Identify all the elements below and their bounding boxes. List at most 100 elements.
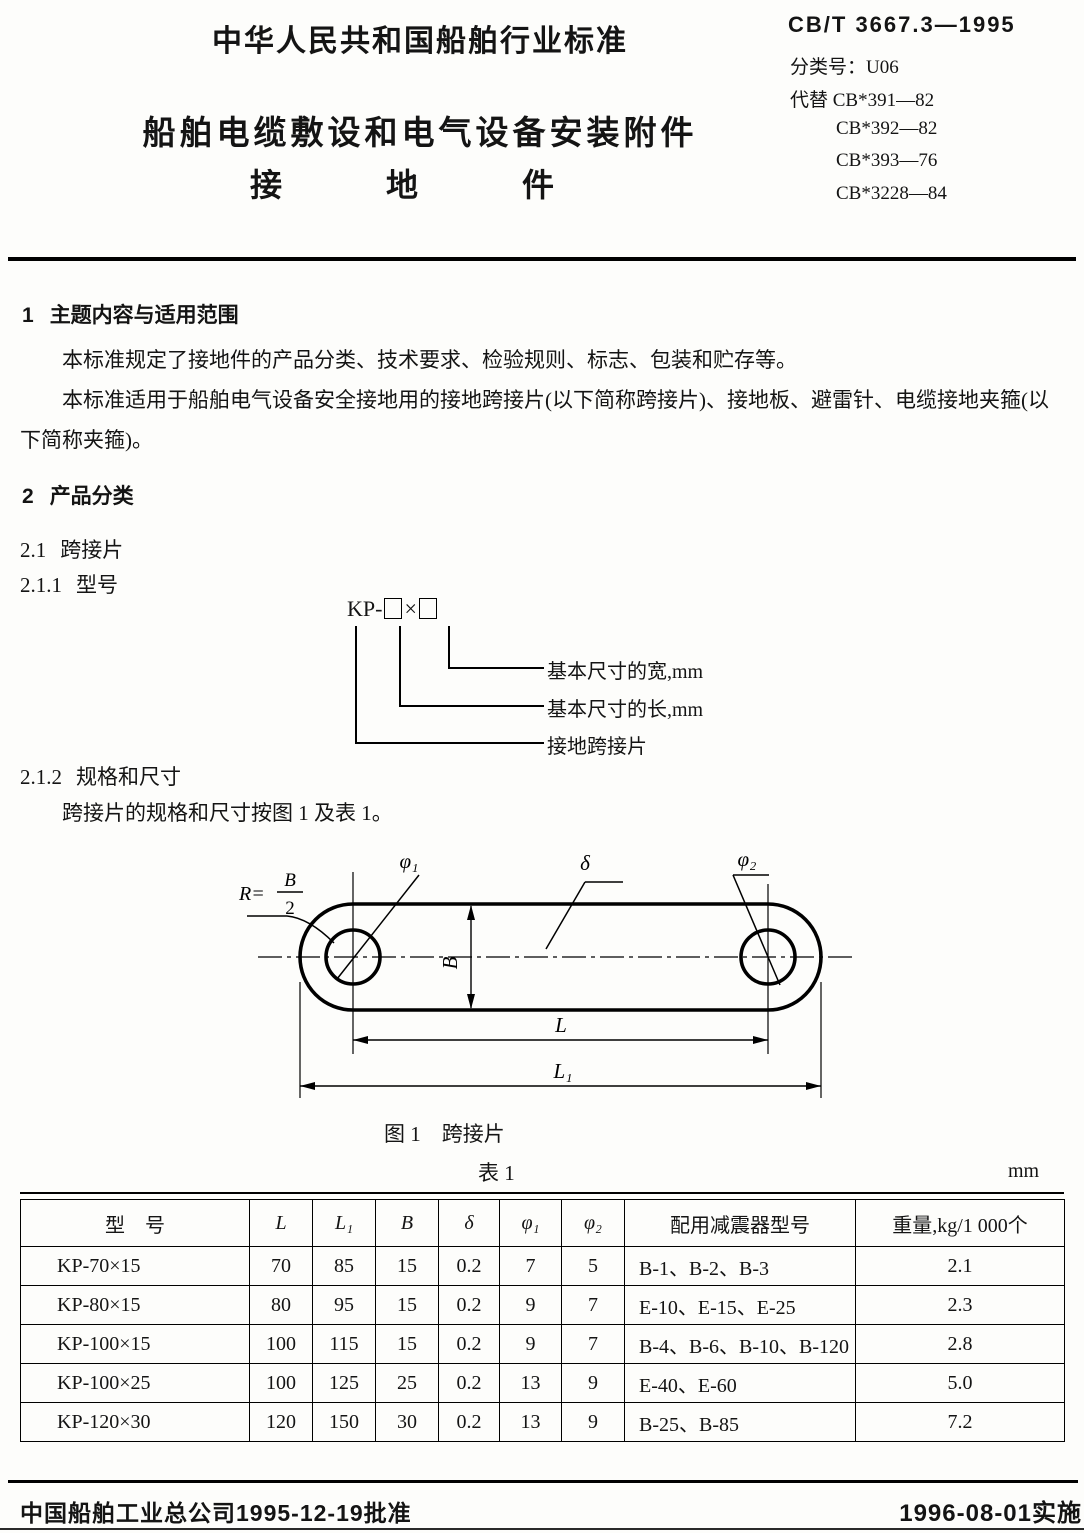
model-cell: KP-100×25 — [20, 1363, 250, 1403]
column-header: 配用减震器型号 — [624, 1199, 856, 1247]
standard-number: CB/T 3667.3—1995 — [788, 12, 1016, 37]
classification-number: 分类号：U06 — [790, 57, 899, 78]
dimension-cell: 15 — [375, 1324, 439, 1364]
dimension-cell: 15 — [375, 1285, 439, 1325]
section-2-number: 2 — [22, 485, 34, 508]
damper-cell: B-4、B-6、B-10、B-120 — [624, 1324, 856, 1364]
dimension-cell: 100 — [249, 1324, 313, 1364]
standard-type-title: 中华人民共和国船舶行业标准 — [212, 25, 628, 58]
model-cell: KP-80×15 — [20, 1285, 250, 1325]
dimension-cell: 100 — [249, 1363, 313, 1403]
approval-statement: 中国船舶工业总公司1995-12-19批准 — [20, 1500, 412, 1526]
dimension-cell: 25 — [375, 1363, 439, 1403]
dimension-cell: 120 — [249, 1402, 313, 1442]
dimension-cell: 0.2 — [438, 1285, 500, 1325]
damper-cell: E-40、E-60 — [624, 1363, 856, 1403]
dimension-cell: 115 — [312, 1324, 376, 1364]
header-divider-rule — [8, 257, 1076, 261]
section-2-1-title: 跨接片 — [60, 538, 124, 562]
model-width-box — [418, 598, 437, 619]
dimension-cell: 13 — [499, 1363, 562, 1403]
weight-cell: 2.3 — [855, 1285, 1065, 1325]
replaces-line-3: CB*393—76 — [836, 150, 938, 171]
model-cell: KP-120×30 — [20, 1402, 250, 1442]
damper-cell: E-10、E-15、E-25 — [624, 1285, 856, 1325]
column-header: 型 号 — [20, 1199, 250, 1247]
model-designation-diagram: KP-× 基本尺寸的宽,mm 基本尺寸的长,mm 接地跨接片 — [347, 596, 817, 766]
radius-leader-line — [247, 915, 335, 944]
implementation-date: 1996-08-01实施 — [899, 1500, 1082, 1527]
section-1-body: 本标准规定了接地件的产品分类、技术要求、检验规则、标志、包装和贮存等。 本标准适… — [20, 340, 1068, 460]
dimension-cell: 7 — [561, 1285, 625, 1325]
paragraph: 本标准规定了接地件的产品分类、技术要求、检验规则、标志、包装和贮存等。 — [62, 348, 797, 372]
dimension-cell: 13 — [499, 1402, 562, 1442]
arrowhead — [353, 1036, 368, 1044]
delta-label: δ — [580, 851, 591, 875]
dimension-cell: 7 — [499, 1246, 562, 1286]
radius-numerator: B — [284, 870, 296, 891]
dimension-cell: 9 — [561, 1402, 625, 1442]
weight-cell: 2.1 — [855, 1246, 1065, 1286]
replaces-line-4: CB*3228—84 — [836, 183, 947, 204]
document-title: 船舶电缆敷设和电气设备安装附件 — [142, 114, 698, 151]
dimension-cell: 0.2 — [438, 1363, 500, 1403]
dimension-cell: 80 — [249, 1285, 313, 1325]
column-header: φ₂ — [561, 1199, 625, 1247]
section-2-1-2-number: 2.1.2 — [20, 765, 62, 789]
figure-1-drawing: R= B 2 φ₁ δ φ₂ B L L₁ — [238, 847, 855, 1098]
model-code-prefix: KP- — [347, 596, 383, 621]
model-cell: KP-70×15 — [20, 1246, 250, 1286]
dimension-cell: 9 — [499, 1324, 562, 1364]
table-1-title: 表 1 — [478, 1161, 515, 1185]
phi1-label: φ₁ — [400, 849, 419, 873]
column-header: B — [375, 1199, 439, 1247]
column-header: L — [249, 1199, 313, 1247]
dimension-cell: 0.2 — [438, 1324, 500, 1364]
width-meaning-label: 基本尺寸的宽,mm — [547, 661, 704, 683]
column-header: φ₁ — [499, 1199, 562, 1247]
column-header: δ — [438, 1199, 500, 1247]
model-cell: KP-100×15 — [20, 1324, 250, 1364]
document-subtitle: 接 地 件 — [249, 167, 590, 203]
section-2-1-2-body: 跨接片的规格和尺寸按图 1 及表 1。 — [62, 801, 393, 825]
damper-cell: B-1、B-2、B-3 — [624, 1246, 856, 1286]
replaces-line-2: CB*392—82 — [836, 118, 938, 139]
dimension-cell: 15 — [375, 1246, 439, 1286]
leader-line — [399, 626, 401, 706]
dimension-cell: 0.2 — [438, 1246, 500, 1286]
dimension-cell: 0.2 — [438, 1402, 500, 1442]
length-meaning-label: 基本尺寸的长,mm — [547, 699, 704, 721]
b-dimension-label: B — [438, 956, 462, 969]
dimension-cell: 7 — [561, 1324, 625, 1364]
dimension-cell: 150 — [312, 1402, 376, 1442]
figure-1-caption: 图 1 跨接片 — [384, 1122, 505, 1146]
paragraph: 本标准适用于船舶电气设备安全接地用的接地跨接片(以下简称跨接片)、接地板、避雷针… — [20, 388, 1049, 452]
dimension-cell: 85 — [312, 1246, 376, 1286]
radius-denominator: 2 — [285, 898, 295, 919]
jumper-strap-outline — [298, 902, 823, 1012]
leader-line — [355, 742, 544, 744]
multiply-sign: × — [404, 596, 417, 621]
section-2-1-number: 2.1 — [20, 538, 47, 562]
column-header: 重量,kg/1 000个 — [855, 1199, 1065, 1247]
weight-cell: 2.8 — [855, 1324, 1065, 1364]
weight-cell: 7.2 — [855, 1402, 1065, 1442]
section-2-1-heading: 2.1 跨接片 — [20, 534, 123, 564]
replaces-line-1: 代替 CB*391—82 — [790, 90, 935, 111]
phi2-leader-line — [732, 874, 781, 986]
leader-line — [448, 626, 450, 668]
column-header: L₁ — [312, 1199, 376, 1247]
dimension-cell: 125 — [312, 1363, 376, 1403]
dimension-cell: 5 — [561, 1246, 625, 1286]
